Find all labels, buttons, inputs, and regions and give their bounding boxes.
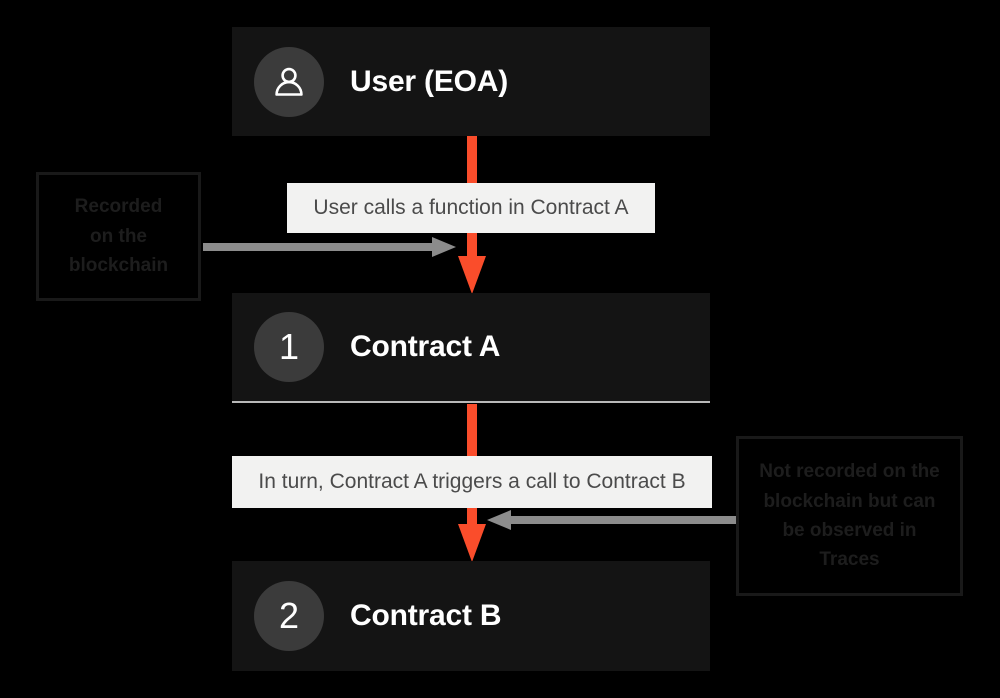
node-label: User (EOA) xyxy=(350,64,509,98)
note-line: blockchain but can xyxy=(763,490,936,512)
caption-user-calls-function: User calls a function in Contract A xyxy=(287,183,655,233)
node-contract-a[interactable]: 1 Contract A xyxy=(232,293,710,403)
step-number: 2 xyxy=(278,595,300,636)
note-recorded-on-blockchain: Recorded on the blockchain xyxy=(36,172,201,301)
node-label: Contract A xyxy=(350,330,501,363)
step-number: 1 xyxy=(278,326,300,367)
person-icon xyxy=(275,67,303,96)
annotation-arrow-left xyxy=(203,237,456,257)
node-contract-b[interactable]: 2 Contract B xyxy=(232,561,710,671)
node-user-eoa[interactable]: User (EOA) xyxy=(232,27,710,136)
person-avatar xyxy=(254,46,324,117)
note-line: Traces xyxy=(819,549,880,571)
note-not-recorded-traces: Not recorded on the blockchain but can b… xyxy=(736,436,963,596)
step-number-badge: 1 xyxy=(254,312,324,382)
step-number-badge: 2 xyxy=(254,581,324,651)
caption-contract-a-triggers-contract-b: In turn, Contract A triggers a call to C… xyxy=(232,456,712,508)
annotation-arrow-right xyxy=(487,510,737,530)
note-line: Not recorded on the xyxy=(759,461,940,483)
note-line: be observed in xyxy=(782,520,917,541)
node-label: Contract B xyxy=(350,599,502,632)
note-line: on the xyxy=(90,225,147,247)
note-line: Recorded xyxy=(74,196,163,218)
note-line: blockchain xyxy=(68,255,169,277)
